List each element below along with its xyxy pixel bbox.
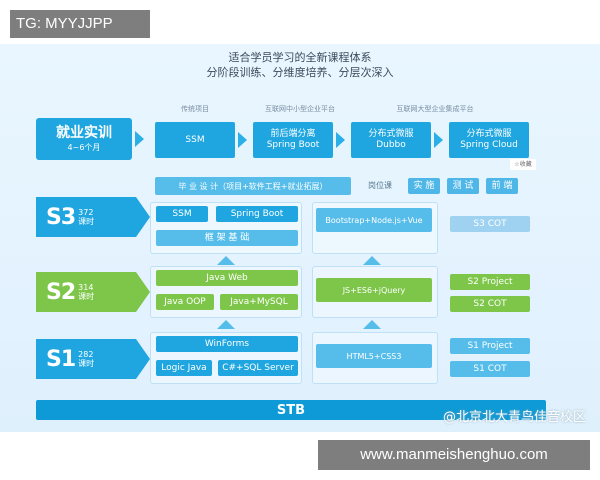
graduation-design: 毕 业 设 计（项目+软件工程+就业拓展） <box>155 177 351 195</box>
stage-s3-unit: 课时 <box>78 217 95 226</box>
curriculum-poster: 适合学员学习的全新课程体系 分阶段训练、分维度培养、分层次深入 传统项目 互联网… <box>0 44 600 432</box>
step-spring-boot-line1: 前后端分离 <box>270 129 316 139</box>
stage-s3: S3 372 课时 <box>36 197 150 237</box>
step-spring-cloud: 分布式微服 Spring Cloud <box>449 122 529 158</box>
position-course-label: 岗位课 <box>368 181 392 190</box>
step-spring-cloud-line2: Spring Cloud <box>460 140 518 150</box>
s2-java-web: Java Web <box>156 270 298 286</box>
right-s3-cot: S3 COT <box>450 216 530 232</box>
position-course-frontend: 前 端 <box>486 178 518 194</box>
step-dubbo-line2: Dubbo <box>376 140 406 150</box>
stage-s1-hours: 282 <box>78 350 94 359</box>
stb-base-bar: STB <box>36 400 546 420</box>
employment-label: 就业实训 <box>56 125 112 141</box>
s2-java-mysql: Java+MySQL <box>220 294 298 310</box>
step-dubbo: 分布式微服 Dubbo <box>351 122 431 158</box>
position-course-implementation: 实 施 <box>408 178 440 194</box>
employment-arrow <box>135 131 144 147</box>
frontend-s1-to-s2-arrow <box>363 320 381 329</box>
poster-title-line2: 分阶段训练、分维度培养、分层次深入 <box>206 66 394 79</box>
stage-s3-name: S3 <box>46 204 76 230</box>
frontend-s2-to-s3-arrow <box>363 256 381 265</box>
s1-to-s2-arrow <box>217 320 235 329</box>
column-head-traditional: 传统项目 <box>181 105 209 113</box>
s1-winforms: WinForms <box>156 336 298 352</box>
favorite-badge[interactable]: ☆收藏 <box>510 159 536 170</box>
tag-overlay-label: TG: MYYJJPP <box>10 10 150 38</box>
step-spring-boot-line2: Spring Boot <box>266 140 320 150</box>
s1-logic-java: Logic Java <box>156 360 212 376</box>
right-s1-cot: S1 COT <box>450 361 530 377</box>
step-spring-cloud-line1: 分布式微服 <box>466 129 512 139</box>
step-arrow-1 <box>238 132 247 148</box>
s3-ssm: SSM <box>156 206 208 222</box>
stage-s2-unit: 课时 <box>78 292 95 301</box>
frontend-s1: HTML5+CSS3 <box>316 344 432 368</box>
employment-duration: 4~6个月 <box>67 143 101 152</box>
step-ssm: SSM <box>155 122 235 158</box>
stage-s1-unit: 课时 <box>78 359 95 368</box>
right-s2-project: S2 Project <box>450 274 530 290</box>
stage-s3-hours: 372 <box>78 208 94 217</box>
stage-s2-hours: 314 <box>78 283 94 292</box>
s3-spring-boot: Spring Boot <box>216 206 298 222</box>
step-arrow-2 <box>336 132 345 148</box>
stage-s2: S2 314 课时 <box>36 272 150 312</box>
column-head-sme-platform: 互联网中小型企业平台 <box>265 105 335 113</box>
url-overlay-label: www.manmeishenghuo.com <box>318 440 590 470</box>
s1-csharp-sql-server: C#+SQL Server <box>218 360 298 376</box>
s2-java-oop: Java OOP <box>156 294 214 310</box>
source-watermark: @北京北大青鸟佳音校区 <box>442 410 586 425</box>
s2-to-s3-arrow <box>217 256 235 265</box>
poster-title-line1: 适合学员学习的全新课程体系 <box>228 51 372 64</box>
step-arrow-3 <box>434 132 443 148</box>
right-s2-cot: S2 COT <box>450 296 530 312</box>
step-ssm-label: SSM <box>185 134 205 145</box>
stage-s1-name: S1 <box>46 346 76 372</box>
employment-block: 就业实训 4~6个月 <box>36 118 132 160</box>
step-spring-boot: 前后端分离 Spring Boot <box>253 122 333 158</box>
stage-s1: S1 282 课时 <box>36 339 150 379</box>
position-course-testing: 测 试 <box>447 178 479 194</box>
s3-framework-basics: 框 架 基 础 <box>156 230 298 246</box>
frontend-s3: Bootstrap+Node.js+Vue <box>316 208 432 232</box>
poster-title: 适合学员学习的全新课程体系 分阶段训练、分维度培养、分层次深入 <box>150 50 450 80</box>
step-dubbo-line1: 分布式微服 <box>368 129 414 139</box>
column-head-enterprise-platform: 互联网大型企业集成平台 <box>396 105 474 113</box>
favorite-label: 收藏 <box>519 161 532 168</box>
frontend-s2: JS+ES6+jQuery <box>316 278 432 302</box>
stage-s2-name: S2 <box>46 279 76 305</box>
right-s1-project: S1 Project <box>450 338 530 354</box>
